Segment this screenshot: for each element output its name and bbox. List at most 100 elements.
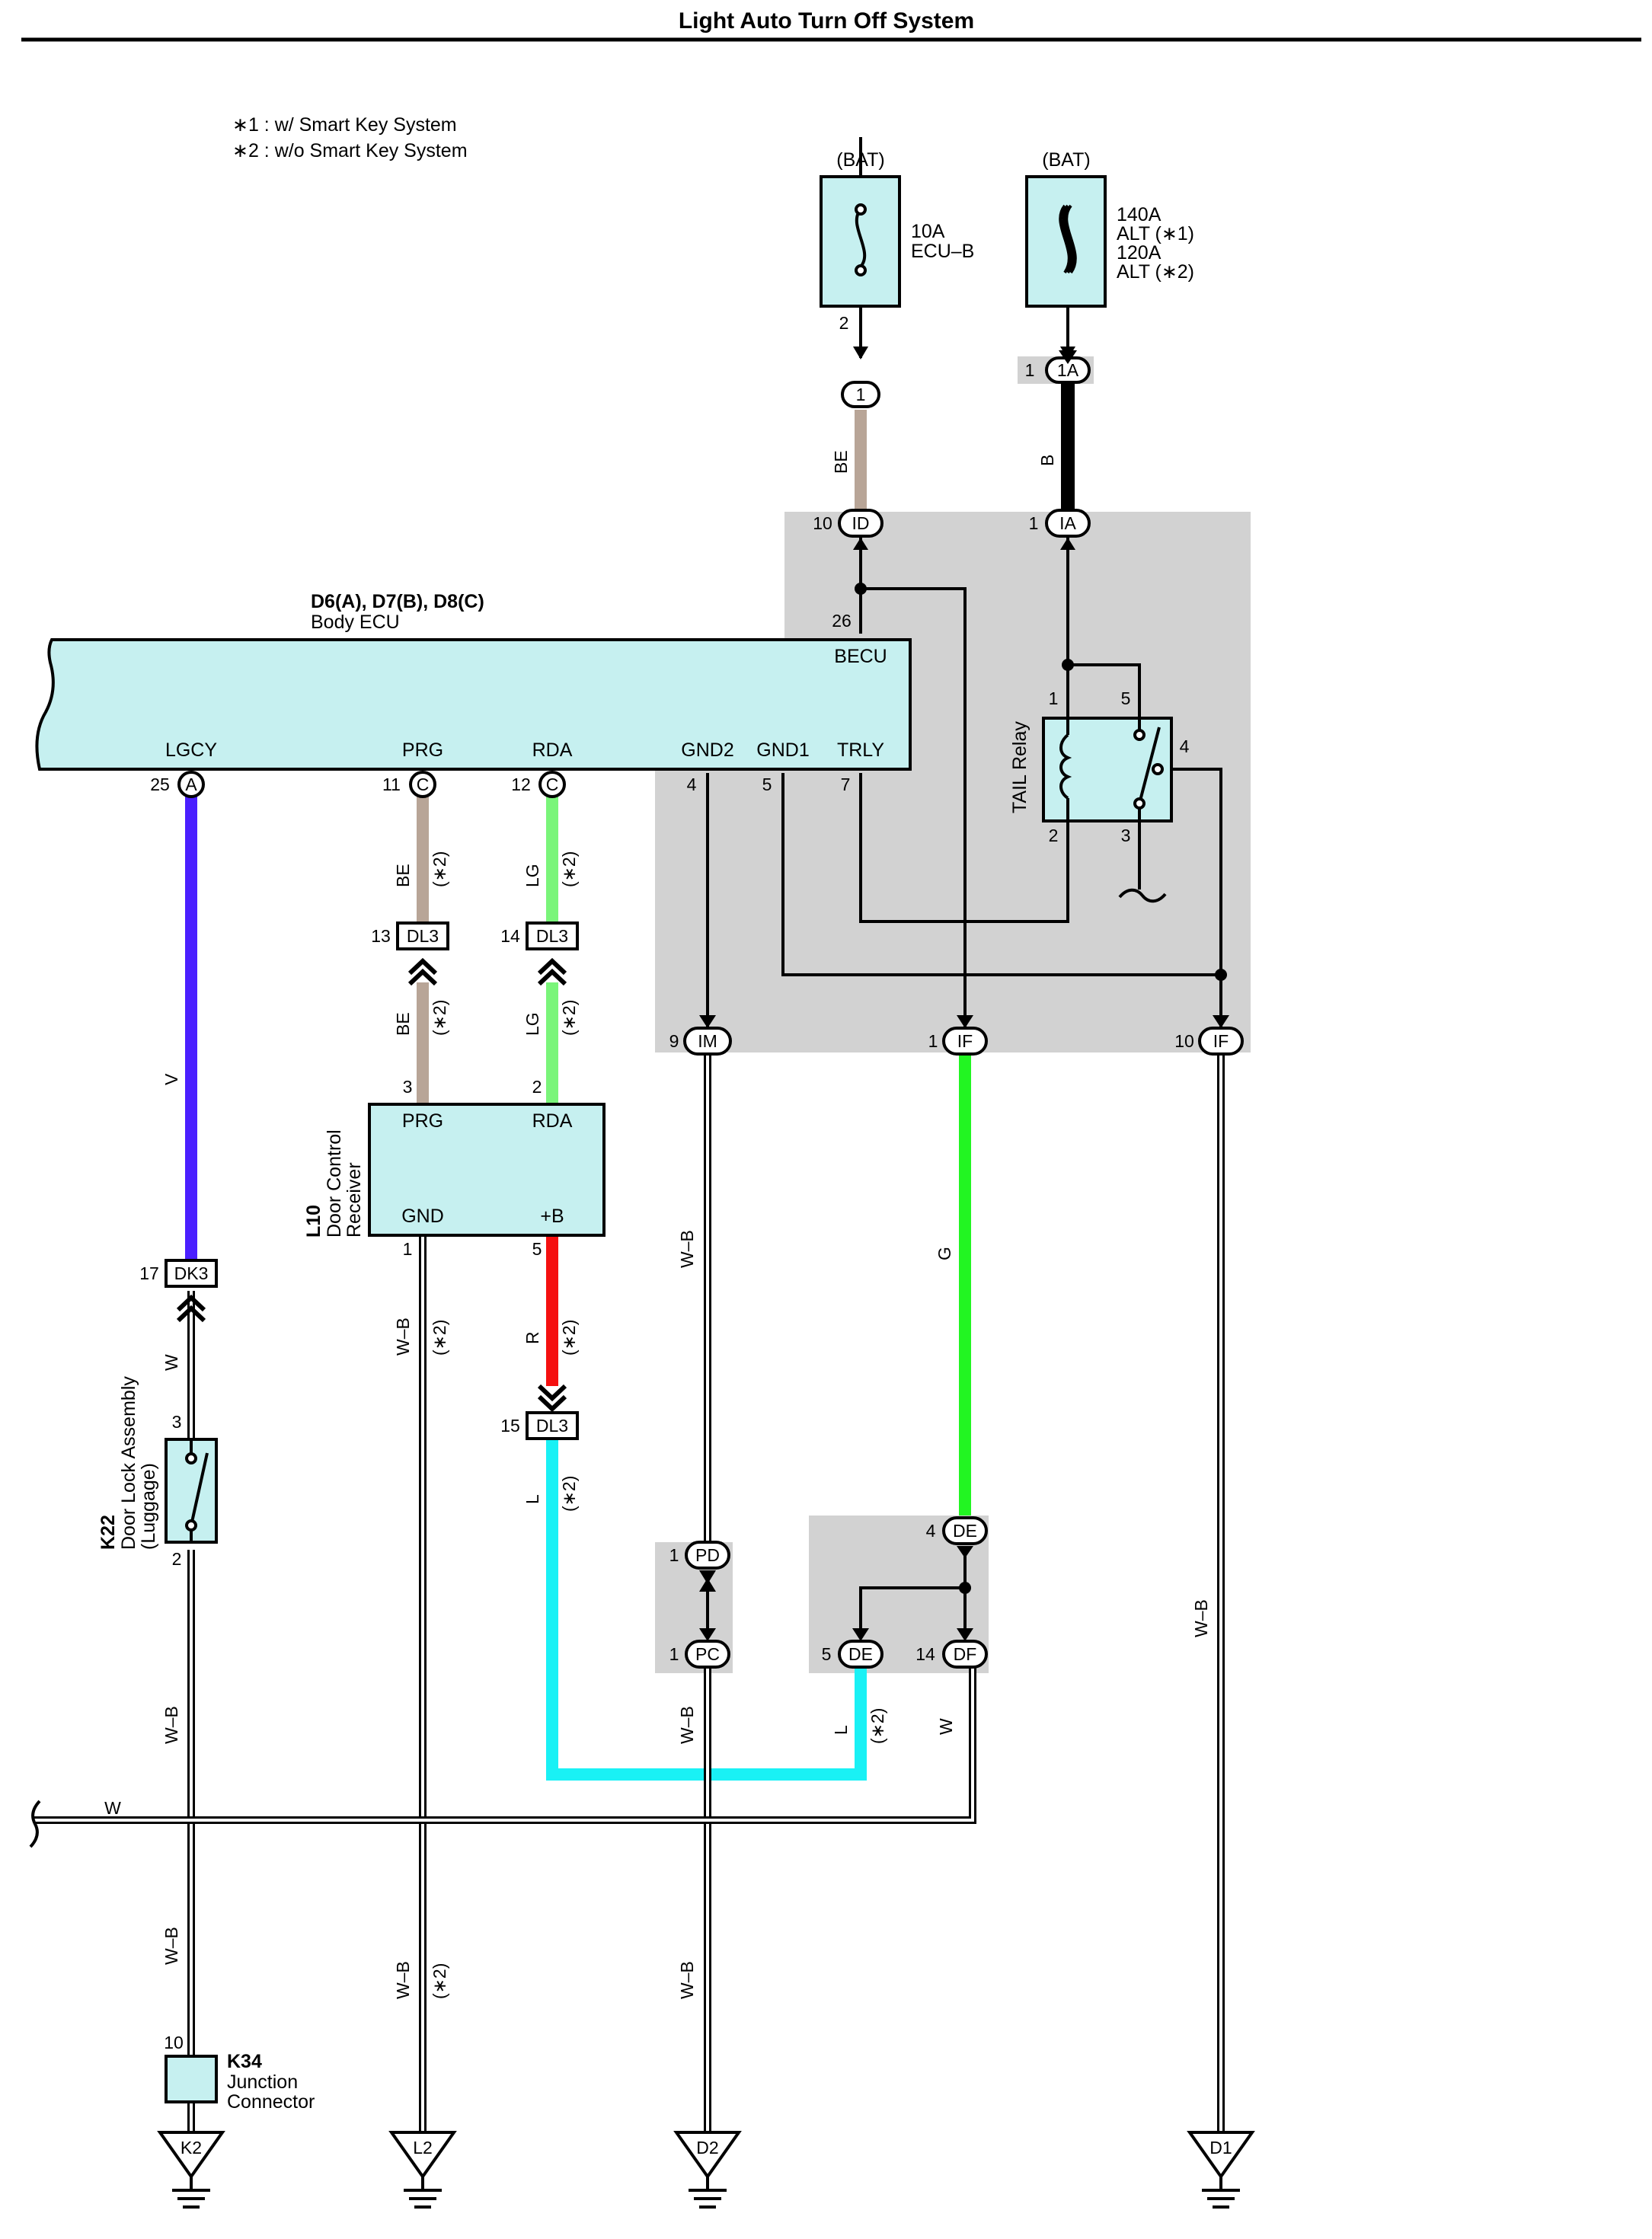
wire-label-wb-im: W–B [677, 1230, 697, 1268]
wire-label-l-2-note: (∗2) [868, 1708, 887, 1744]
ecu-term-lgcy: LGCY [165, 739, 217, 761]
connector-df-label: DF [954, 1644, 977, 1664]
receiver-pin-3: 3 [403, 1077, 413, 1097]
connector-ecu-a-label: A [185, 775, 197, 794]
ground-d2: D2 [673, 2131, 742, 2209]
connector-de-4 [942, 1516, 988, 1545]
junction-dot-3 [1215, 969, 1227, 981]
door-control-receiver-box [368, 1103, 606, 1237]
connector-ecu-a [177, 771, 205, 798]
receiver-term-rda: RDA [532, 1110, 573, 1132]
relay-contact-pivot-top [1133, 729, 1146, 741]
wire-label-lg-1: LG [522, 864, 542, 887]
fuse-alt-line-3: 120A [1117, 242, 1162, 264]
door-lock-pin-2: 2 [172, 1549, 182, 1569]
door-lock-switch-bottom [185, 1519, 197, 1532]
connector-dl3-13-pin: 13 [371, 926, 391, 946]
relay-pin-5: 5 [1121, 688, 1131, 708]
connector-dl3-13-label: DL3 [407, 926, 439, 946]
receiver-pin-1: 1 [403, 1239, 413, 1259]
relay-contact-pivot-mid [1152, 763, 1164, 775]
wire-label-wb-l2: W–B [393, 1961, 413, 1999]
note-1: ∗1 : w/ Smart Key System [232, 114, 457, 136]
connector-de-4-pin: 4 [926, 1521, 936, 1541]
door-lock-ref: K22 [97, 1515, 119, 1550]
note-2: ∗2 : w/o Smart Key System [232, 140, 468, 161]
wire-label-lg-1-note: (∗2) [559, 851, 579, 887]
wire-label-r-note: (∗2) [559, 1320, 579, 1356]
wire-label-be-2-note: (∗2) [430, 851, 449, 887]
wire-label-l-2: L [831, 1725, 851, 1735]
connector-dl3-14 [526, 921, 579, 950]
bat-label-2: (BAT) [1042, 149, 1090, 171]
connector-ecu-c11-pin: 11 [382, 775, 401, 794]
wire-label-lg-2-note: (∗2) [559, 1000, 579, 1036]
ecu-term-rda: RDA [532, 739, 573, 761]
connector-pc-pin: 1 [669, 1644, 679, 1664]
wire-label-wb-pc: W–B [677, 1706, 697, 1744]
body-ecu-name: Body ECU [311, 612, 400, 633]
fuse-ecu-b-rating: 10A [911, 221, 945, 242]
wire-label-l-1: L [522, 1494, 542, 1504]
wire-label-wb-l2-note: (∗2) [430, 1963, 449, 1999]
tail-relay-name: TAIL Relay [1009, 721, 1031, 813]
connector-im-pin: 9 [669, 1031, 679, 1051]
connector-id-label: ID [852, 513, 870, 533]
connector-dl3-15-pin: 15 [500, 1416, 520, 1436]
receiver-term-b: +B [540, 1206, 564, 1227]
junction-dot-1 [855, 583, 867, 595]
ecu-pin-7: 7 [841, 775, 851, 794]
relay-pin-1: 1 [1049, 688, 1059, 708]
connector-dl3-14-pin: 14 [500, 926, 520, 946]
junction-dot-4 [959, 1582, 971, 1594]
connector-pd-label: PD [695, 1545, 720, 1565]
fuse-ecu-b-pin: 2 [839, 313, 849, 333]
wire-label-v: V [161, 1073, 181, 1085]
connector-ecu-c12-label: C [546, 775, 559, 794]
ground-d1-label: D1 [1209, 2138, 1232, 2158]
connector-dk3-pin: 17 [139, 1263, 159, 1283]
junction-connector-name-2: Connector [227, 2091, 315, 2113]
wire-label-g: G [935, 1247, 954, 1260]
door-lock-pin-3: 3 [172, 1412, 182, 1432]
junction-connector-name-1: Junction [227, 2071, 298, 2093]
wire-label-b: B [1037, 455, 1057, 466]
connector-ecu-c11-label: C [417, 775, 430, 794]
door-lock-name-2: (Luggage) [138, 1463, 159, 1550]
wire-label-be-2: BE [393, 864, 413, 887]
wire-label-w-horizontal: W [104, 1798, 121, 1818]
ground-k2-label: K2 [181, 2138, 202, 2158]
ecu-pin-5: 5 [762, 775, 772, 794]
tail-relay-box [1042, 717, 1173, 822]
connector-dl3-15 [526, 1411, 579, 1440]
fuse-alt-line-4: ALT (∗2) [1117, 261, 1194, 283]
arrowheads [699, 347, 1229, 1641]
receiver-name-2: Receiver [344, 1162, 365, 1238]
body-ecu-ref: D6(A), D7(B), D8(C) [311, 591, 484, 612]
connector-1 [841, 381, 880, 408]
receiver-pin-5: 5 [532, 1239, 542, 1259]
body-ecu-box [35, 638, 912, 771]
receiver-term-gnd: GND [401, 1206, 444, 1227]
ground-d2-label: D2 [696, 2138, 718, 2158]
ground-l2-label: L2 [413, 2138, 433, 2158]
connector-ecu-c12-pin: 12 [511, 775, 531, 794]
wire-label-wb-d2: W–B [677, 1961, 697, 1999]
ecu-term-gnd2: GND2 [681, 739, 733, 761]
connector-de-5-pin: 5 [822, 1644, 832, 1664]
fuse-alt-icon [1059, 204, 1077, 274]
ground-l2: L2 [388, 2131, 457, 2209]
connector-ecu-c12 [538, 771, 566, 798]
connector-ecu-a-pin: 25 [150, 775, 170, 794]
ecu-term-prg: PRG [402, 739, 443, 761]
connector-ia [1045, 509, 1091, 538]
junction-dot-2 [1062, 659, 1074, 671]
fuse-ecu-b-terminal-top [855, 203, 867, 216]
relay-pin-2: 2 [1049, 826, 1059, 845]
wire-label-w-dk: W [161, 1354, 181, 1371]
connector-if-10-pin: 10 [1174, 1031, 1194, 1051]
connector-1a-pin: 1 [1025, 360, 1035, 380]
ecu-term-gnd1: GND1 [756, 739, 809, 761]
connector-pc-label: PC [695, 1644, 720, 1664]
wire-label-w-df: W [936, 1718, 956, 1735]
